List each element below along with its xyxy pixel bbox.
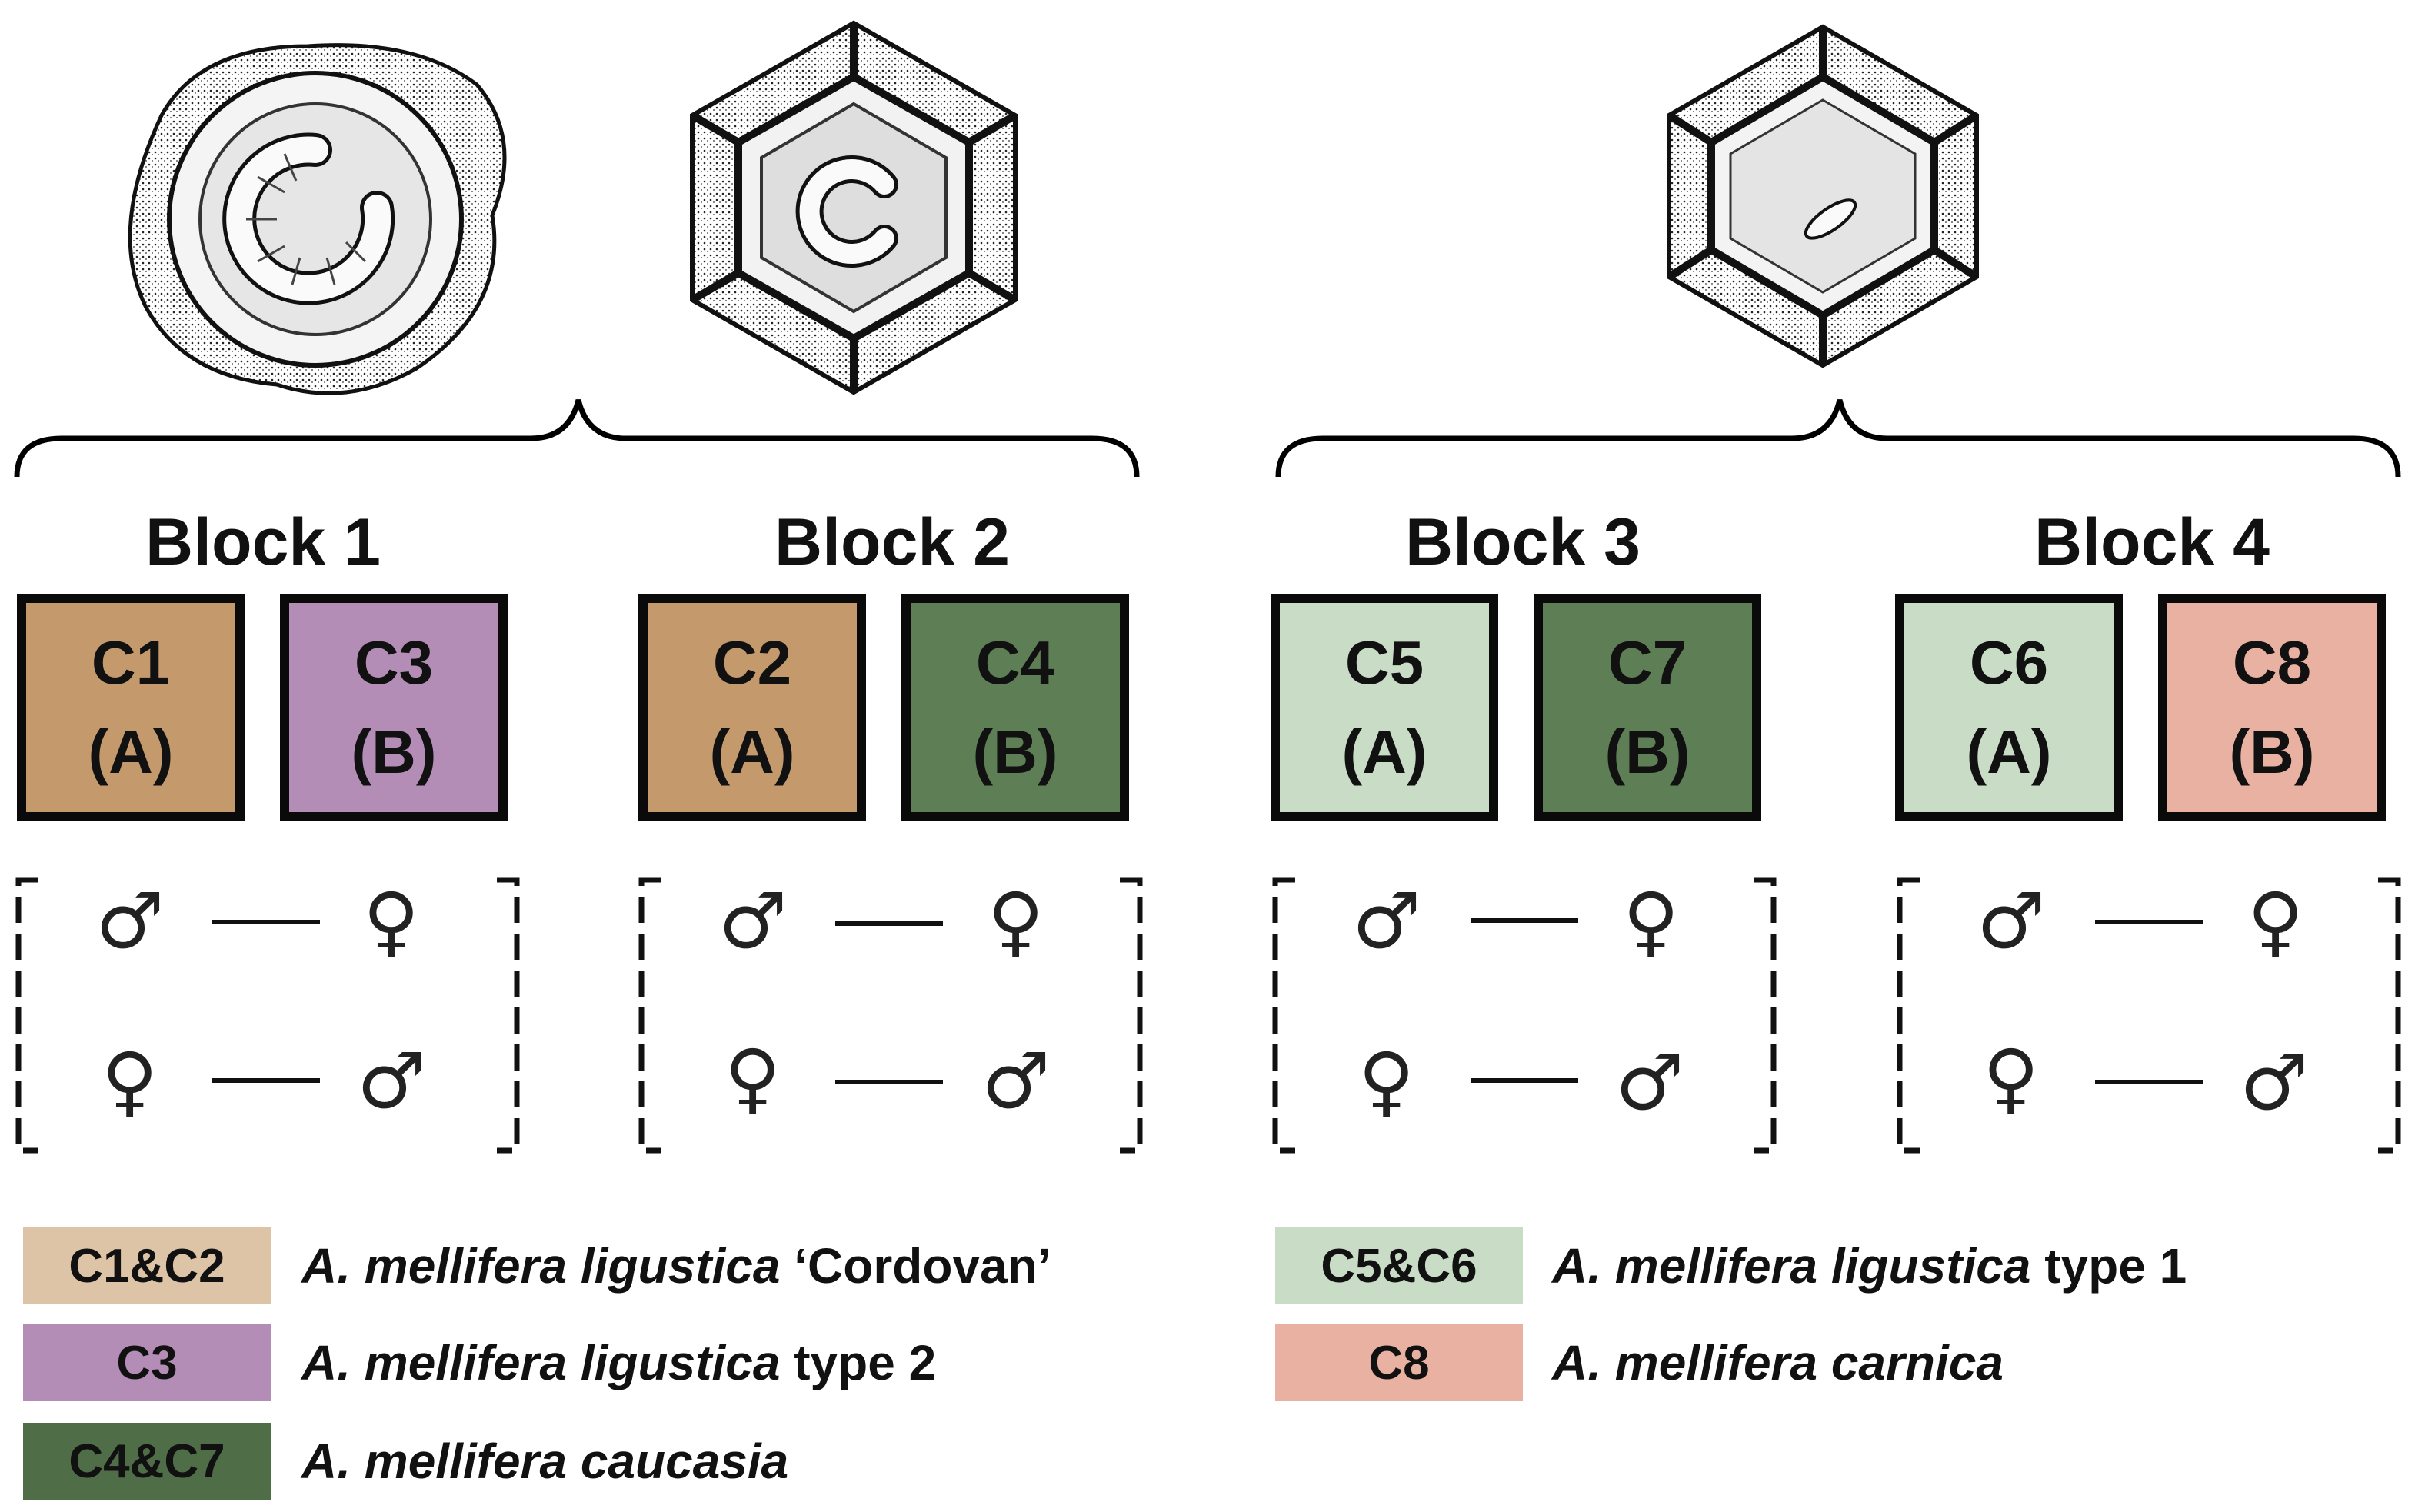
colony-box-c4: C4 (B) — [901, 594, 1129, 821]
legend-label-type1: A. mellifera ligustica type 1 — [1552, 1238, 2187, 1294]
block-4-title: Block 4 — [2034, 505, 2270, 579]
cross-line — [2095, 1080, 2203, 1084]
brace-left — [14, 399, 1140, 478]
legend-swatch-c3: C3 — [23, 1324, 271, 1401]
brace-right — [1275, 399, 2401, 478]
colony-box-c5: C5 (A) — [1271, 594, 1498, 821]
legend-swatch-c1-c2: C1&C2 — [23, 1227, 271, 1304]
female-symbol: ♀ — [2247, 876, 2304, 966]
colony-type: (A) — [1341, 718, 1427, 786]
cross-line — [1471, 918, 1578, 923]
male-symbol: ♂ — [2240, 1037, 2309, 1127]
colony-id: C5 — [1344, 628, 1424, 697]
colony-type: (A) — [1966, 718, 2052, 786]
cross-bracket-block-1 — [15, 877, 520, 1154]
male-symbol: ♂ — [718, 876, 788, 966]
colony-box-c8: C8 (B) — [2158, 594, 2386, 821]
male-symbol: ♂ — [1352, 876, 1421, 966]
colony-type: (A) — [88, 718, 174, 786]
colony-box-c1: C1 (A) — [17, 594, 245, 821]
male-symbol: ♂ — [357, 1036, 426, 1126]
block-1-title: Block 1 — [145, 505, 381, 579]
legend-swatch-c8: C8 — [1275, 1324, 1523, 1401]
block-3-title: Block 3 — [1405, 505, 1641, 579]
legend-label-cordovan: A. mellifera ligustica ‘Cordovan’ — [301, 1238, 1051, 1294]
colony-box-c7: C7 (B) — [1534, 594, 1761, 821]
colony-id: C2 — [712, 628, 792, 697]
colony-type: (B) — [351, 718, 437, 786]
cross-line — [212, 1078, 320, 1083]
cross-bracket-block-2 — [638, 877, 1143, 1154]
female-symbol: ♀ — [102, 1036, 158, 1126]
female-symbol: ♀ — [988, 876, 1044, 966]
female-symbol: ♀ — [363, 876, 420, 966]
male-symbol: ♂ — [981, 1036, 1051, 1126]
colony-id: C7 — [1607, 628, 1687, 697]
cross-line — [835, 1080, 943, 1084]
colony-box-c2: C2 (A) — [638, 594, 866, 821]
colony-id: C6 — [1969, 628, 2049, 697]
colony-box-c3: C3 (B) — [280, 594, 508, 821]
male-symbol: ♂ — [1615, 1037, 1684, 1127]
colony-id: C3 — [354, 628, 434, 697]
colony-box-c6: C6 (A) — [1895, 594, 2123, 821]
colony-type: (B) — [1604, 718, 1690, 786]
legend-swatch-c5-c6: C5&C6 — [1275, 1227, 1523, 1304]
legend-swatch-c4-c7: C4&C7 — [23, 1423, 271, 1500]
legend-label-caucasia: A. mellifera caucasia — [301, 1434, 789, 1489]
block-2-title: Block 2 — [774, 505, 1010, 579]
cross-line — [835, 921, 943, 926]
open-cell-larva-illustration — [690, 20, 1018, 395]
legend-label-type2: A. mellifera ligustica type 2 — [301, 1335, 937, 1390]
female-symbol: ♀ — [1358, 1036, 1415, 1126]
colony-type: (A) — [709, 718, 795, 786]
colony-id: C4 — [975, 628, 1055, 697]
cross-bracket-block-4 — [1897, 877, 2401, 1154]
cross-line — [2095, 920, 2203, 924]
female-symbol: ♀ — [724, 1033, 781, 1123]
colony-id: C8 — [2232, 628, 2312, 697]
female-symbol: ♀ — [1983, 1033, 2040, 1123]
egg-cell-illustration — [1667, 24, 1979, 368]
colony-id: C1 — [91, 628, 171, 697]
legend-label-carnica: A. mellifera carnica — [1552, 1335, 2004, 1390]
male-symbol: ♂ — [95, 876, 165, 966]
capped-cell-larva-illustration — [128, 43, 507, 395]
cross-line — [1471, 1078, 1578, 1083]
female-symbol: ♀ — [1623, 876, 1680, 966]
cross-bracket-block-3 — [1272, 877, 1777, 1154]
male-symbol: ♂ — [1977, 876, 2046, 966]
colony-type: (B) — [2229, 718, 2315, 786]
cross-line — [212, 920, 320, 924]
colony-type: (B) — [972, 718, 1058, 786]
